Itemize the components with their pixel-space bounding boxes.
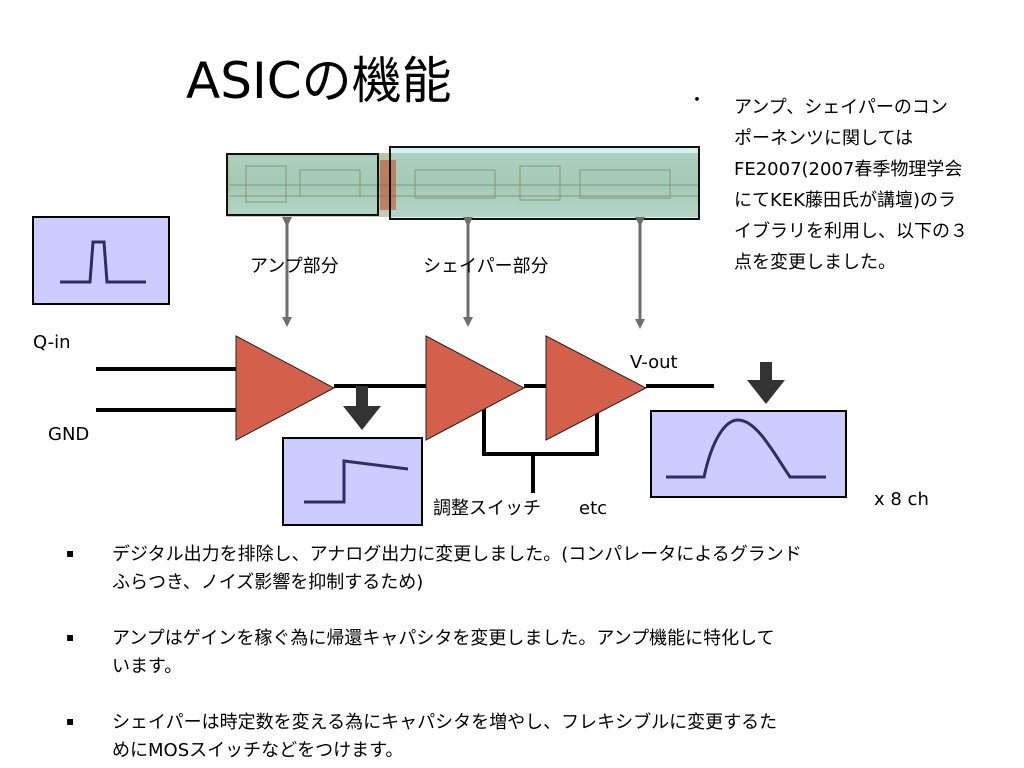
side-note-line: FE2007(2007春季物理学会 [734,159,963,180]
shaper-stage1-symbol [425,335,526,441]
chip-layout-image [226,148,700,218]
q-in-label: Q-in [33,332,71,353]
bullet-line: います。 [112,656,183,677]
amp-section-label: アンプ部分 [250,256,339,277]
side-note-line: アンプ、シェイパーのコン [734,97,948,118]
bullet-line: デジタル出力を排除し、アナログ出力に変更しました。(コンパレータによるグランド [112,544,802,565]
down-arrow-icon [343,386,381,430]
shaper-region-box [389,146,700,220]
shaper-stage2-symbol [545,335,648,441]
side-note-bullet: ・ [688,90,706,111]
side-note-line: イブラリを利用し、以下の３ [734,221,968,242]
bullet-item-2: アンプはゲインを稼ぐ為に帰還キャパシタを変更しました。アンプ機能に特化して いま… [112,625,952,681]
input-pulse-waveform [32,216,170,305]
down-arrow-icon [747,362,785,404]
charge-amplifier-symbol [235,335,336,441]
bullet-line: ふらつき、ノイズ影響を抑制するため) [112,572,424,593]
amp-region-box [226,153,379,216]
slide-title: ASICの機能 [186,52,452,110]
bullet-item-1: デジタル出力を排除し、アナログ出力に変更しました。(コンパレータによるグランド … [112,541,952,597]
gnd-label: GND [48,424,89,445]
bullet-line: シェイパーは時定数を変える為にキャパシタを増やし、フレキシブルに変更するた [112,712,778,733]
bullet-marker: ▪ [66,630,75,644]
channel-count-label: x 8 ch [874,489,929,510]
shaped-pulse-waveform [650,410,847,498]
signal-wires [96,367,714,493]
bullet-item-3: シェイパーは時定数を変える為にキャパシタを増やし、フレキシブルに変更するた めに… [112,709,952,765]
v-out-label: V-out [630,352,678,373]
etc-label: etc [579,498,607,519]
bullet-line: めにMOSスイッチなどをつけます。 [112,740,404,761]
side-note: アンプ、シェイパーのコン ポーネンツに関しては FE2007(2007春季物理学… [734,92,1019,278]
side-note-line: にてKEK藤田氏が講壇)のラ [734,190,957,211]
step-waveform [282,437,423,526]
side-note-line: 点を変更しました。 [734,252,896,273]
shaper-section-label: シェイパー部分 [423,256,549,277]
bullet-marker: ▪ [66,714,75,728]
bullet-marker: ▪ [66,546,75,560]
switch-label: 調整スイッチ [433,498,541,519]
side-note-line: ポーネンツに関しては [734,128,914,149]
bullet-line: アンプはゲインを稼ぐ為に帰還キャパシタを変更しました。アンプ機能に特化して [112,628,775,649]
